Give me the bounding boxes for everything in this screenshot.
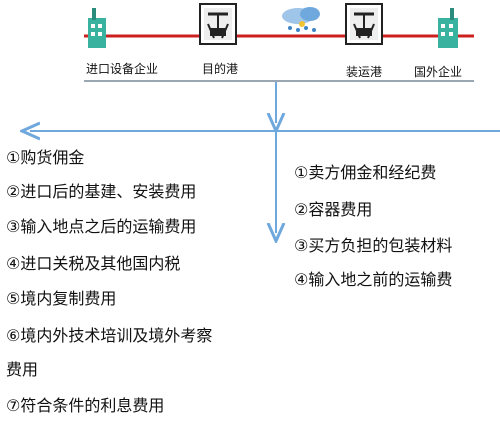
list-item: ④输入地之前的运输费 (294, 270, 453, 289)
list-item: ③买方负担的包装材料 (294, 236, 453, 255)
list-item: 费用 (6, 360, 39, 379)
list-item: ⑤境内复制费用 (6, 289, 117, 308)
list-item: ②容器费用 (294, 200, 373, 219)
crane-icon (345, 3, 383, 45)
node-label-foreign-company: 国外企业 (414, 65, 463, 79)
factory-icon (438, 8, 458, 48)
list-item: ④进口关税及其他国内税 (6, 254, 181, 273)
route-illustration (84, 3, 474, 48)
cloud-rain-icon (282, 7, 320, 32)
list-item: ②进口后的基建、安装费用 (6, 182, 197, 201)
list-item: ①购货佣金 (6, 148, 85, 167)
node-label-destination-port: 目的港 (202, 62, 239, 76)
list-item: ⑦符合条件的利息费用 (6, 396, 165, 415)
route-banner: 进口设备企业 目的港 装运港 国外企业 (84, 0, 474, 82)
crane-icon (199, 3, 237, 45)
list-item: ③输入地点之后的运输费用 (6, 217, 197, 236)
factory-icon (88, 8, 106, 48)
list-item: ①卖方佣金和经纪费 (294, 163, 437, 182)
node-label-import-company: 进口设备企业 (86, 62, 159, 76)
node-label-shipping-port: 装运港 (346, 65, 383, 79)
list-item: ⑥境内外技术培训及境外考察 (6, 326, 213, 345)
